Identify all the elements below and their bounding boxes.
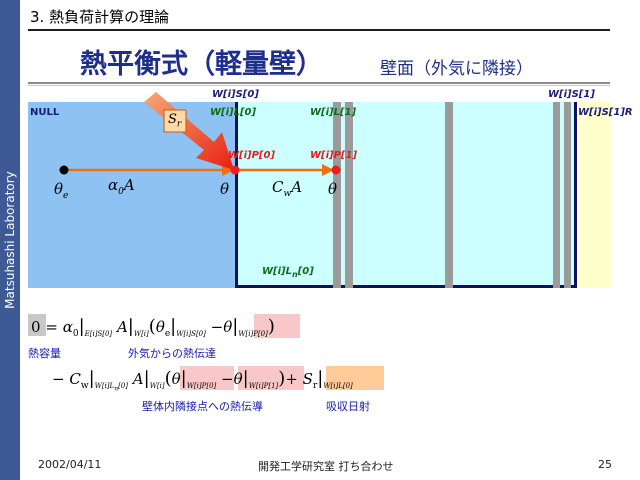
label-wl0: W[i]L[0] — [210, 107, 257, 118]
page-subtitle: 壁面（外気に隣接） — [380, 59, 533, 79]
outside-node-dot — [59, 165, 69, 175]
heat-capacity-highlight — [28, 314, 46, 336]
wall-node-bar-3 — [445, 102, 453, 288]
label-ws1r: W[i]S[1]R — [578, 107, 633, 118]
sidebar-band — [0, 0, 20, 480]
theta-inner-symbol: θ — [328, 180, 338, 198]
title-divider — [28, 82, 610, 84]
wall-node-bar-1 — [333, 102, 341, 288]
alpha-a-symbol: α0A — [108, 176, 135, 197]
caption-absorbed-solar: 吸収日射 — [326, 400, 370, 413]
caption-outside-conduction: 外気からの熱伝達 — [128, 347, 216, 360]
wall-inner-surface-line — [574, 102, 577, 288]
absorbed-solar-highlight — [326, 366, 384, 390]
wall-node-bar-5 — [564, 102, 571, 288]
sr-label-box — [163, 109, 187, 133]
footer-date: 2002/04/11 — [38, 458, 102, 471]
theta-surface-symbol: θ — [220, 180, 230, 198]
label-wp1: W[i]P[1] — [310, 150, 358, 161]
inner-node-dot — [331, 165, 341, 175]
label-wln0: W[i]Ln[0] — [262, 266, 314, 279]
wall-layer-region — [235, 102, 575, 288]
surface-node-dot — [230, 165, 240, 175]
wall-node-bar-2 — [345, 102, 353, 288]
section-title: 3. 熱負荷計算の理論 — [30, 8, 170, 26]
room-side-region — [578, 102, 612, 288]
theta-p1-highlight — [238, 366, 304, 390]
null-label: NULL — [30, 107, 60, 118]
conduction-arrow-head — [322, 164, 334, 176]
footer-meeting-title: 開発工学研究室 打ち合わせ — [258, 460, 394, 473]
cw-a-symbol: CwA — [272, 178, 303, 199]
sr-symbol: Sr — [168, 112, 182, 130]
title-divider-light — [28, 85, 610, 86]
label-wp0: W[i]P[0] — [228, 150, 276, 161]
theta-p0-highlight-1 — [254, 314, 300, 338]
wall-surface-line — [235, 102, 238, 288]
label-ws0: W[i]S[0] — [212, 89, 259, 100]
equation-line-1: 0 = α0|E[i]S[0] A|W[i](θe|W[i]S[0] −θ|W[… — [31, 316, 275, 339]
label-ws1: W[i]S[1] — [548, 89, 595, 100]
caption-heat-capacity: 熱容量 — [28, 347, 61, 360]
wall-node-bar-4 — [553, 102, 560, 288]
equation-line-2: − Cw|W[i]Ln[0] A|W[i](θ|W[i]P[0] −θ|W[i]… — [52, 368, 353, 393]
caption-inner-conduction: 壁体内隣接点への熱伝導 — [142, 400, 263, 413]
theta-e-symbol: θe — [54, 180, 69, 201]
wall-bottom-line — [235, 285, 576, 288]
label-wl1: W[i]L[1] — [310, 107, 357, 118]
page-title: 熱平衡式（軽量壁） — [80, 49, 323, 80]
header-divider — [28, 29, 610, 31]
theta-p0-highlight-2 — [180, 366, 234, 390]
footer-page-number: 25 — [598, 458, 612, 471]
